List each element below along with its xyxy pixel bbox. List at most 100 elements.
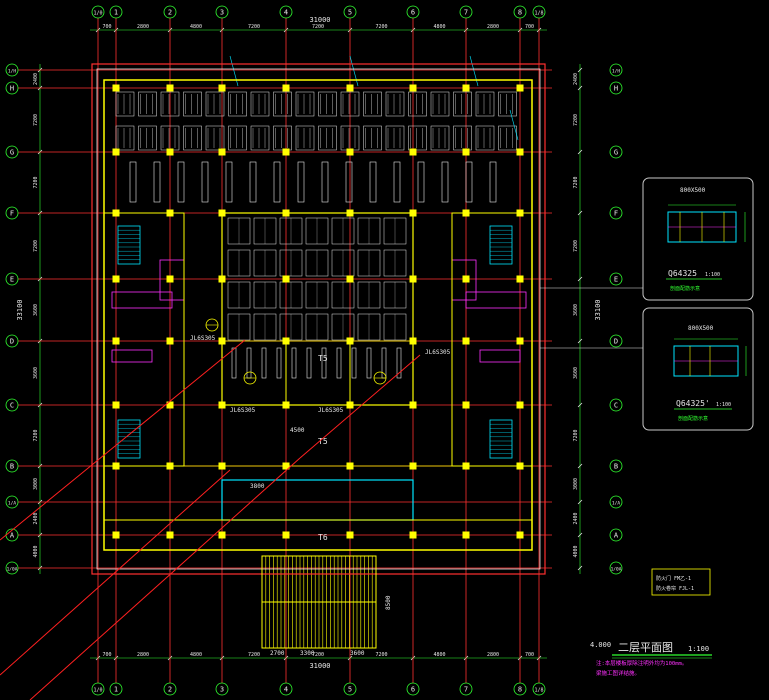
dim-text-v: 2400: [573, 73, 579, 85]
section-detail-2: 800X500 Q64325' 1:100 剖面配筋示意: [642, 307, 754, 431]
legend-line-2: 防火卷帘 FJL-1: [656, 585, 694, 592]
axis-bubble-row-0-0: [5, 63, 19, 77]
column: [282, 275, 290, 283]
column: [218, 531, 226, 539]
seat-block-top: [273, 91, 292, 117]
column: [282, 462, 290, 470]
column: [462, 337, 470, 345]
level-mark: 4.000: [590, 641, 611, 649]
column: [516, 337, 524, 345]
bench-row: [153, 161, 161, 203]
axis-bubble-row-10-1: [609, 561, 623, 575]
lower-bench: [306, 347, 312, 379]
seat-block-top: [340, 91, 360, 117]
dim-text-v: 7200: [573, 240, 579, 252]
seat-block-top: [430, 125, 450, 151]
detail-2-size: 800X500: [688, 325, 714, 332]
dim-tick-v: [577, 532, 583, 538]
bench-row: [417, 161, 425, 203]
dim-text-h: 2800: [487, 652, 499, 658]
dim-tick-v: [577, 402, 583, 408]
dim-text-v: 3000: [573, 478, 579, 490]
dim-text-v: 2400: [33, 512, 39, 524]
seat-block-top: [228, 91, 247, 117]
dim-text-h: 700: [525, 24, 534, 30]
column: [346, 84, 354, 92]
axis-bubble-row-8-1: [609, 495, 623, 509]
axis-bubble-row-5-0: [5, 334, 19, 348]
column: [166, 401, 174, 409]
seat-block-top: [498, 91, 517, 117]
axis-label-col-8: 8: [518, 9, 522, 17]
south-steps-outline: [261, 555, 377, 649]
seat-block-top: [295, 125, 315, 151]
column: [516, 84, 524, 92]
detail-2-scale: 1:100: [716, 402, 731, 408]
detail-2-caption: 剖面配筋示意: [678, 415, 708, 422]
seat-block-top: [138, 91, 157, 117]
axis-label-col-0: 1/0: [93, 11, 102, 17]
column: [112, 462, 120, 470]
axis-label-col-9: 1/8: [534, 688, 543, 694]
stair-flight-3: [489, 419, 513, 459]
column: [218, 401, 226, 409]
bench-row: [201, 161, 209, 203]
axis-label-col-1: 1: [114, 9, 118, 17]
dim-text-v: 4000: [33, 545, 39, 557]
column: [218, 84, 226, 92]
lower-bench: [246, 347, 252, 379]
bench-row: [441, 161, 449, 203]
column: [409, 462, 417, 470]
bench-row: [273, 161, 281, 203]
axis-label-row-9: A: [614, 532, 619, 540]
column: [166, 462, 174, 470]
column: [282, 148, 290, 156]
dim-text-v: 2400: [573, 512, 579, 524]
axis-label-row-10: 1/0A: [611, 567, 622, 573]
axis-bubble-col-4-0: [279, 5, 293, 19]
bench-row: [225, 161, 233, 203]
bench-row: [465, 161, 473, 203]
dim-text-h: 7200: [312, 652, 324, 658]
axis-label-col-4: 4: [284, 686, 288, 694]
axis-bubble-row-5-1: [609, 334, 623, 348]
legend-line-1: 防火门 FM乙-1: [656, 575, 691, 582]
dim-text-v: 7200: [573, 176, 579, 188]
partition-room-1: [111, 349, 153, 363]
column: [409, 148, 417, 156]
seat-block-top: [295, 91, 315, 117]
bench-row: [249, 161, 257, 203]
axis-label-col-9: 1/8: [534, 11, 543, 17]
column: [166, 275, 174, 283]
axis-label-row-8: 1/A: [612, 501, 620, 507]
axis-bubble-row-0-1: [609, 63, 623, 77]
axis-bubble-col-1-1: [109, 682, 123, 696]
axis-label-row-10: 1/0A: [7, 567, 18, 573]
axis-label-col-6: 6: [411, 9, 415, 17]
seat-block-top: [250, 125, 270, 151]
axis-bubble-col-6-1: [406, 682, 420, 696]
dim-text-v: 7200: [573, 114, 579, 126]
partition-room-3: [479, 349, 521, 363]
axis-label-col-1: 1: [114, 686, 118, 694]
axis-label-col-3: 3: [220, 686, 224, 694]
seat-block-top: [205, 91, 225, 117]
seat-block-top: [160, 91, 180, 117]
seat-block-top: [183, 125, 202, 151]
column: [112, 148, 120, 156]
axis-grid-lines: [8, 14, 552, 688]
seat-block-top: [408, 91, 427, 117]
annotation-leader-2: [469, 55, 479, 87]
dim-tick-v: [577, 463, 583, 469]
dim-text-v: 7200: [573, 429, 579, 441]
axis-bubble-col-5-0: [343, 5, 357, 19]
axis-bubble-col-7-0: [459, 5, 473, 19]
note-line-1: 注:本层楼板厚除注明外均为100mm。: [596, 659, 687, 667]
lower-bench: [396, 347, 402, 379]
axis-label-row-0: 1/H: [612, 69, 620, 75]
column: [218, 462, 226, 470]
axis-label-row-1: H: [614, 85, 618, 93]
